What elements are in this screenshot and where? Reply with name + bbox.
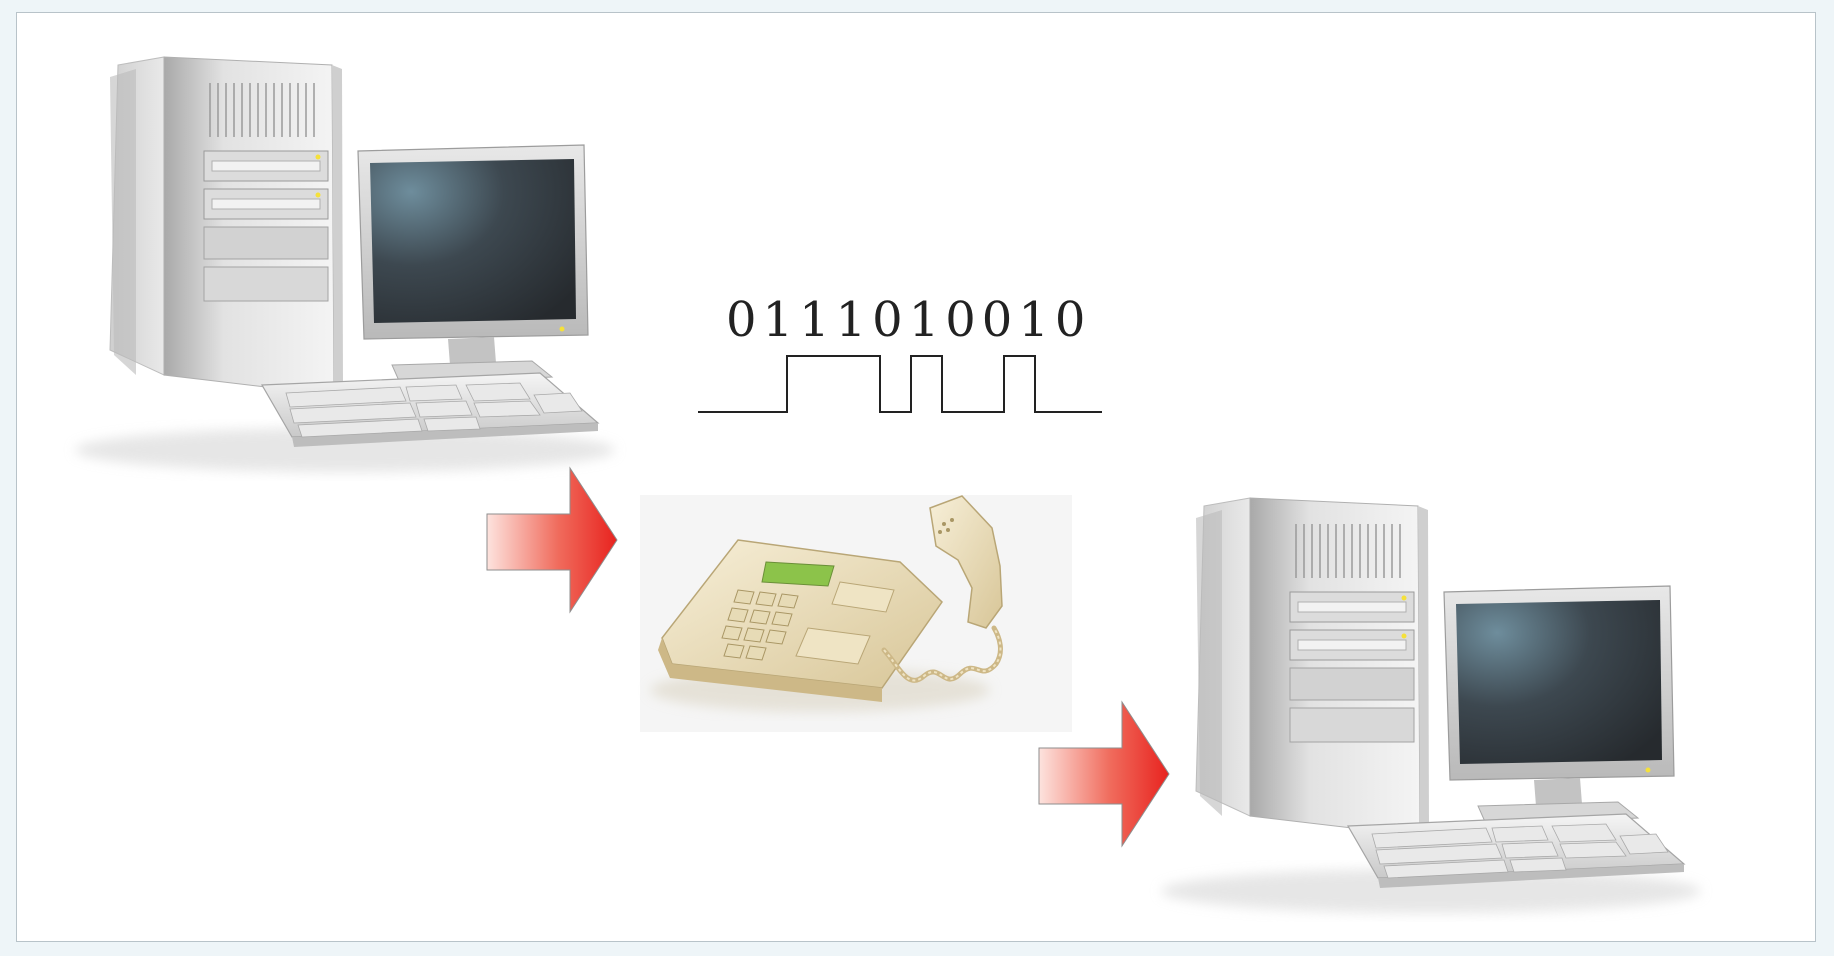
telephone [640, 495, 1072, 732]
binary-sequence-label: 0111010010 [726, 292, 1092, 348]
arrow-to-receiving-computer [1038, 700, 1170, 848]
digital-waveform [698, 355, 1102, 413]
desktop-computer-icon [1161, 498, 1701, 913]
telephone-icon [640, 495, 1072, 732]
arrow-to-telephone [486, 466, 618, 614]
desktop-computer-icon [75, 57, 615, 472]
sending-computer [75, 57, 615, 472]
receiving-computer [1161, 498, 1701, 913]
